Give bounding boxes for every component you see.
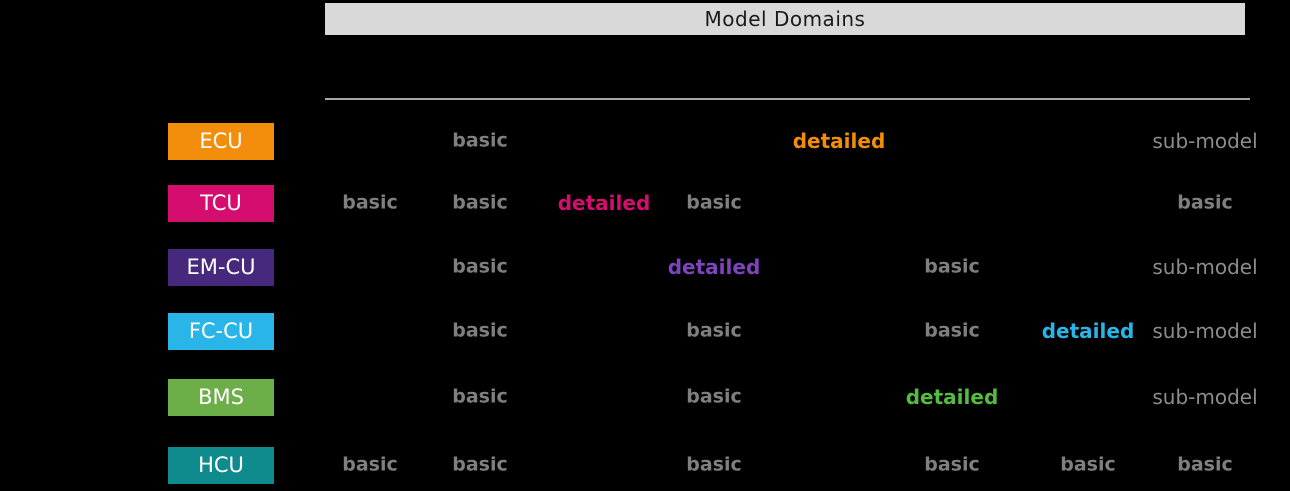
row-label-hcu: HCU [168,446,274,484]
cell-bms-col2-basic: basic [452,385,508,408]
cell-bms-col8-submodel: sub-model [1152,385,1258,409]
row-label-bms: BMS [168,378,274,416]
cell-fc-cu-col7-detailed: detailed [1041,319,1135,343]
row-label-em-cu: EM-CU [168,248,274,286]
cell-tcu-col4-basic: basic [686,191,742,214]
cell-fc-cu-col8-submodel: sub-model [1152,319,1258,343]
cell-tcu-col8-basic: basic [1177,191,1233,214]
cell-hcu-col2-basic: basic [452,453,508,476]
cell-tcu-col2-basic: basic [452,191,508,214]
row-label-tcu: TCU [168,184,274,222]
cell-tcu-col3-detailed: detailed [557,191,651,215]
cell-ecu-col2-basic: basic [452,129,508,152]
cell-em-cu-col6-basic: basic [924,255,980,278]
cell-bms-col6-detailed: detailed [905,385,999,409]
cell-fc-cu-col4-basic: basic [686,319,742,342]
cell-hcu-col8-basic: basic [1177,453,1233,476]
cell-ecu-col5-detailed: detailed [792,129,886,153]
cell-hcu-col6-basic: basic [924,453,980,476]
cell-hcu-col4-basic: basic [686,453,742,476]
row-label-fc-cu: FC-CU [168,312,274,350]
model-domains-header: Model Domains [325,3,1245,35]
cell-hcu-col1-basic: basic [342,453,398,476]
cell-em-cu-col4-detailed: detailed [667,255,761,279]
cell-fc-cu-col6-basic: basic [924,319,980,342]
cell-em-cu-col8-submodel: sub-model [1152,255,1258,279]
cell-tcu-col1-basic: basic [342,191,398,214]
cell-em-cu-col2-basic: basic [452,255,508,278]
cell-ecu-col8-submodel: sub-model [1152,129,1258,153]
model-domains-title: Model Domains [704,7,866,31]
cell-bms-col4-basic: basic [686,385,742,408]
header-divider [325,98,1250,100]
cell-fc-cu-col2-basic: basic [452,319,508,342]
cell-hcu-col7-basic: basic [1060,453,1116,476]
row-label-ecu: ECU [168,122,274,160]
